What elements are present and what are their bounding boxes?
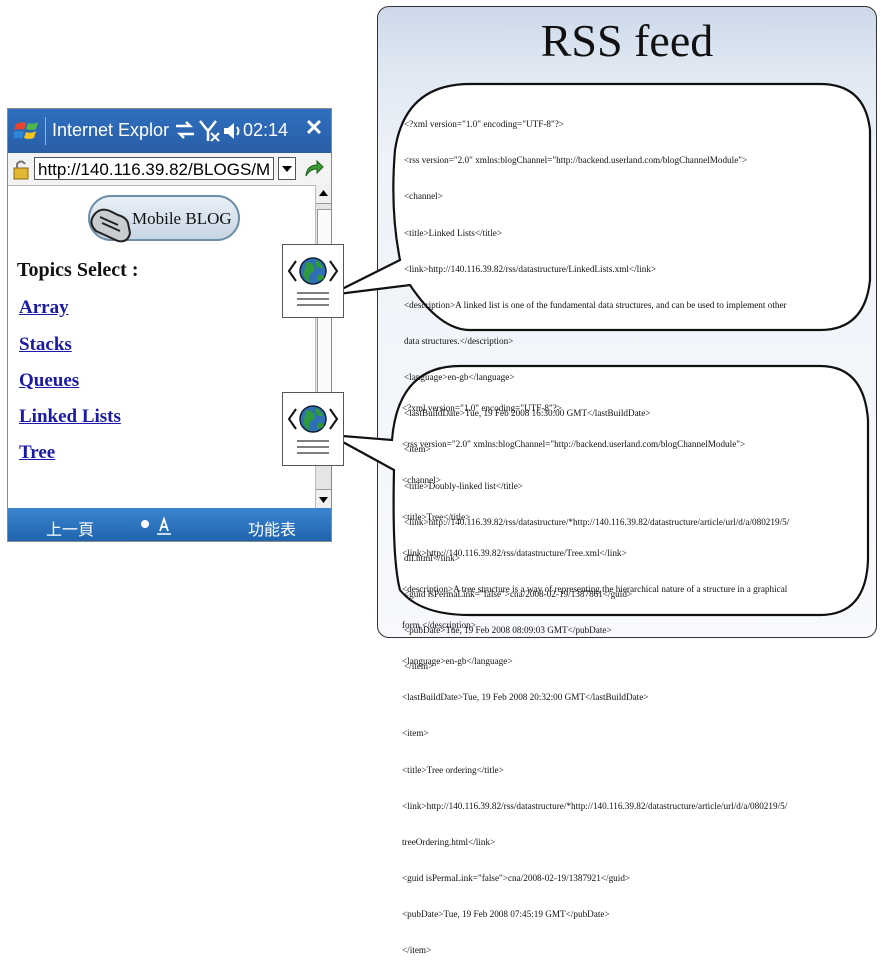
xml-bubble-1-shape — [329, 82, 872, 332]
xml-line: <lastBuildDate>Tue, 19 Feb 2008 20:32:00… — [402, 692, 649, 703]
close-button[interactable]: ✕ — [304, 115, 324, 140]
xml-line: <link>http://140.116.39.82/rss/datastruc… — [404, 516, 790, 527]
xml-line: <link>http://140.116.39.82/rss/datastruc… — [402, 547, 627, 558]
xml-line: <item> — [402, 728, 429, 739]
xml-bubble-2-text: <?xml version="1.0" encoding="UTF-8"?> <… — [402, 378, 787, 968]
topic-link-stacks[interactable]: Stacks — [19, 334, 72, 355]
xml-line: dll.html</link> — [404, 552, 461, 563]
scroll-up-button[interactable] — [316, 185, 331, 204]
xml-line: <rss version="2.0" xmlns:blogChannel="ht… — [404, 155, 748, 166]
xml-line: <title>Linked Lists</title> — [404, 227, 503, 238]
xml-line: <item> — [404, 444, 431, 455]
xml-line: <lastBuildDate>Tue, 19 Feb 2008 16:30:00… — [404, 408, 651, 419]
rss-document-icon — [282, 244, 344, 318]
xml-line: data structures.</description> — [404, 335, 514, 346]
xml-line: <?xml version="1.0" encoding="UTF-8"?> — [404, 119, 564, 130]
topic-link-linked-lists[interactable]: Linked Lists — [19, 406, 121, 427]
topic-link-queues[interactable]: Queues — [19, 370, 80, 391]
xml-line: <channel> — [404, 191, 443, 202]
xml-line: <link>http://140.116.39.82/rss/datastruc… — [404, 263, 657, 274]
xml-line: </item> — [402, 945, 432, 956]
address-dropdown-button[interactable] — [278, 157, 296, 180]
rss-document-icon — [282, 392, 344, 466]
xml-line: <pubDate>Tue, 19 Feb 2008 07:45:19 GMT</… — [402, 909, 610, 920]
logo-text: Mobile BLOG — [132, 209, 232, 228]
volume-icon[interactable] — [222, 119, 242, 148]
softkey-right[interactable]: 功能表 — [248, 522, 297, 539]
xml-line: <link>http://140.116.39.82/rss/datastruc… — [402, 800, 788, 811]
softkey-left[interactable]: 上一頁 — [46, 522, 95, 539]
xml-line: <rss version="2.0" xmlns:blogChannel="ht… — [402, 439, 746, 450]
bubble-connectors — [81, 82, 872, 617]
address-input[interactable]: http://140.116.39.82/BLOGS/M — [34, 157, 274, 180]
xml-line: <title>Doubly-linked list</title> — [404, 480, 523, 491]
scroll-down-button[interactable] — [316, 489, 331, 508]
address-bar: http://140.116.39.82/BLOGS/M — [8, 153, 331, 186]
input-panel-icon[interactable] — [138, 513, 178, 541]
xml-line: treeOrdering.html</link> — [402, 836, 496, 847]
topics-heading: Topics Select : — [17, 259, 139, 281]
xml-bubble-2-shape — [329, 364, 870, 617]
windows-start-icon[interactable] — [12, 118, 42, 149]
xml-line: <?xml version="1.0" encoding="UTF-8"?> — [402, 403, 562, 414]
rss-feed-title: RSS feed — [540, 15, 714, 66]
go-arrow-icon[interactable] — [303, 158, 325, 185]
topic-link-tree[interactable]: Tree — [19, 442, 56, 463]
mobile-blog-logo-button[interactable]: Mobile BLOG — [88, 195, 240, 243]
title-bar: Internet Explor 02:14 ✕ — [8, 109, 331, 153]
pda-screen: Internet Explor 02:14 ✕ http://140.116.3… — [7, 108, 332, 542]
xml-line: <channel> — [402, 475, 441, 486]
lock-icon — [12, 158, 32, 185]
connectivity-icon[interactable] — [174, 118, 196, 147]
xml-line: form.</description> — [402, 619, 476, 630]
xml-line: <title>Tree ordering</title> — [402, 764, 504, 775]
xml-line: <pubDate>Tue, 19 Feb 2008 08:09:03 GMT</… — [404, 625, 612, 636]
softkey-bar: 上一頁 功能表 — [8, 508, 331, 541]
xml-line: <description>A linked list is one of the… — [404, 299, 787, 310]
xml-line: <language>en-gb</language> — [404, 372, 515, 383]
topic-link-array[interactable]: Array — [19, 297, 69, 318]
clock: 02:14 — [243, 120, 289, 140]
xml-line: <title>Tree</title> — [402, 511, 471, 522]
xml-line: <language>en-gb</language> — [402, 656, 513, 667]
app-title: Internet Explor — [52, 120, 170, 140]
xml-line: <guid isPermaLink="false">cna/2008-02-19… — [404, 588, 633, 599]
xml-bubble-1-text: <?xml version="1.0" encoding="UTF-8"?> <… — [404, 94, 789, 684]
xml-line: <guid isPermaLink="false">cna/2008-02-19… — [402, 872, 631, 883]
signal-icon[interactable] — [198, 119, 220, 148]
title-divider — [45, 117, 46, 145]
mobile-phone-icon — [88, 193, 134, 250]
xml-line: <description>A tree structure is a way o… — [402, 583, 788, 594]
